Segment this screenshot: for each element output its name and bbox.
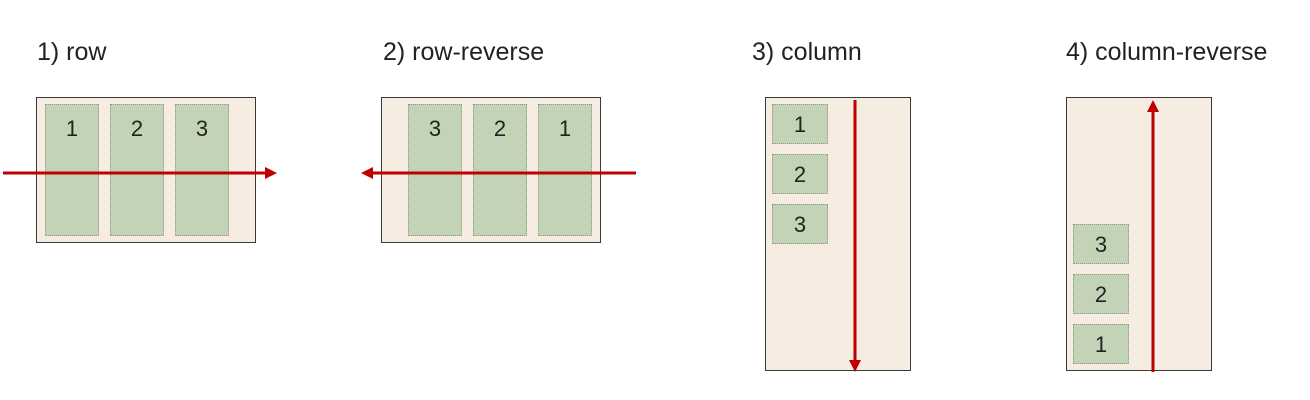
column-reverse-example-label: 4) column-reverse [1066,38,1268,66]
flex-item-2: 2 [473,104,527,236]
flex-item-2: 2 [1073,274,1129,314]
column-reverse-flex-container: 3 2 1 [1066,97,1212,371]
column-flex-container: 1 2 3 [765,97,911,371]
flex-item-1: 1 [1073,324,1129,364]
flex-item-3: 3 [772,204,828,244]
flex-item-1: 1 [538,104,592,236]
column-example-label: 3) column [752,38,862,66]
flex-item-3: 3 [408,104,462,236]
flex-item-1: 1 [45,104,99,236]
row-flex-container: 1 2 3 [36,97,256,243]
flex-item-3: 3 [175,104,229,236]
flex-item-3: 3 [1073,224,1129,264]
row-reverse-flex-container: 3 2 1 [381,97,601,243]
flex-item-2: 2 [110,104,164,236]
row-example-label: 1) row [37,38,107,66]
flex-item-1: 1 [772,104,828,144]
flex-item-2: 2 [772,154,828,194]
row-reverse-example-label: 2) row-reverse [383,38,545,66]
